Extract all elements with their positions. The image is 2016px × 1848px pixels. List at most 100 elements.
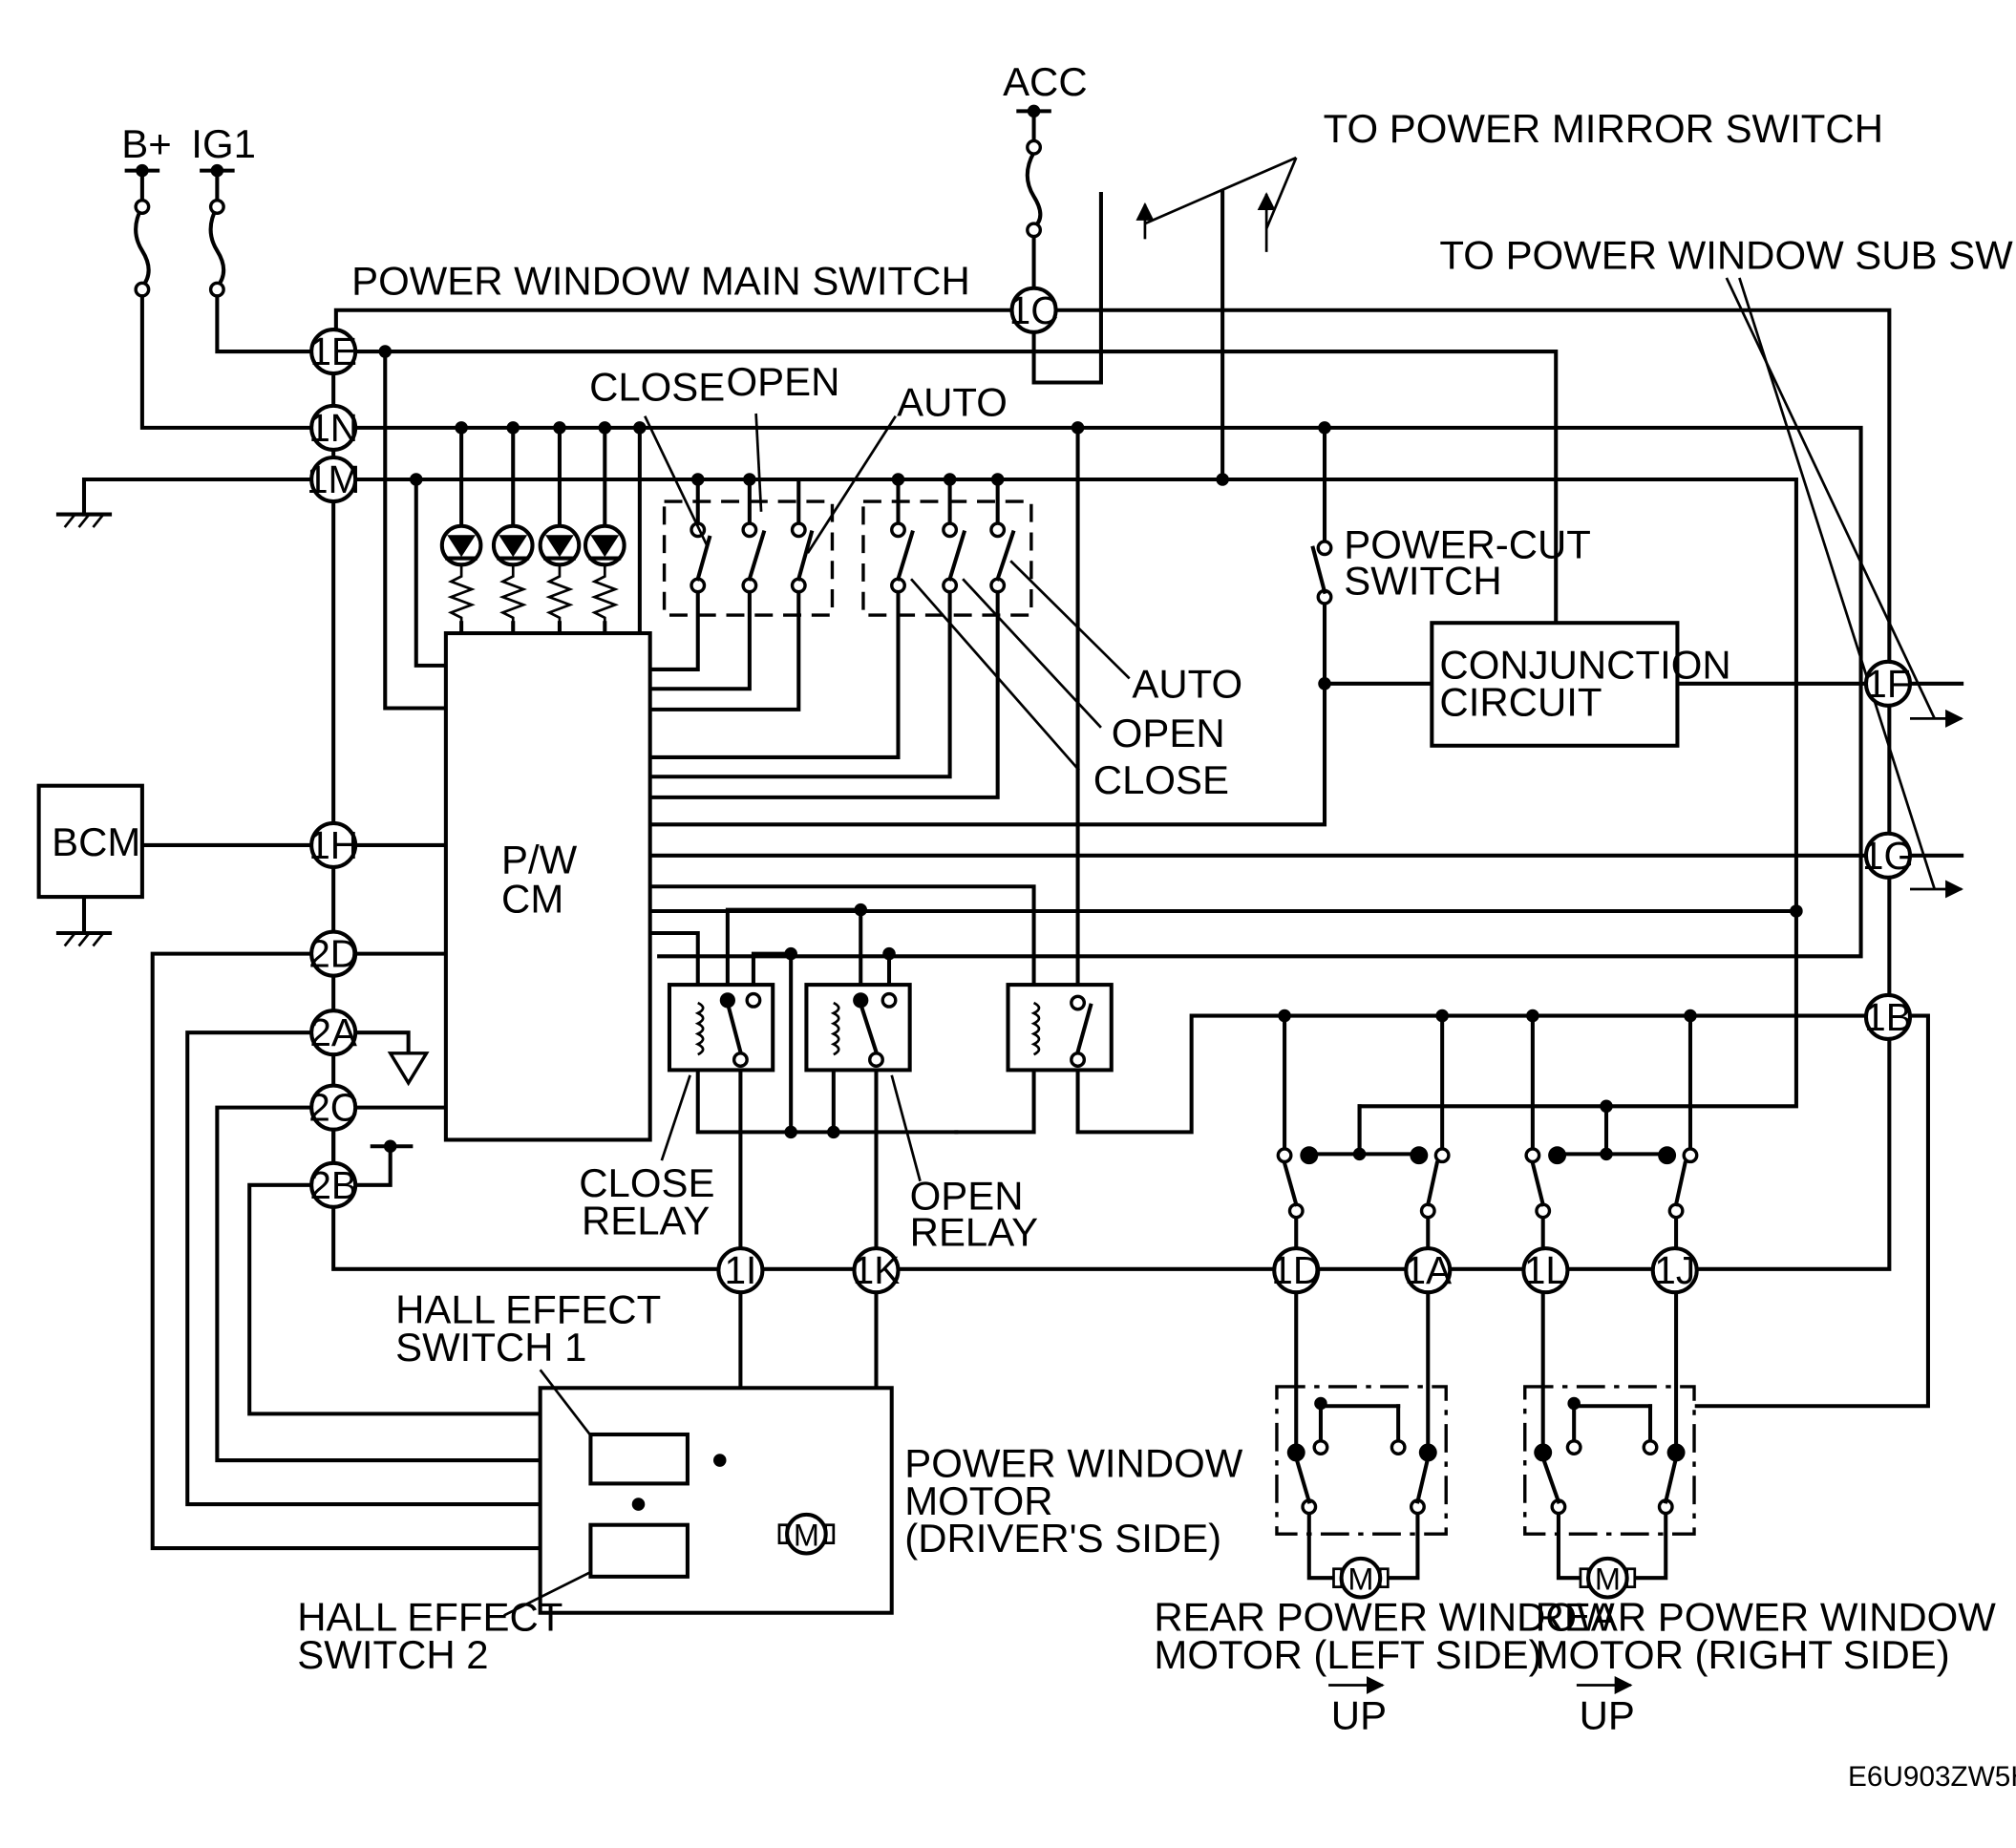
led-2 <box>491 523 535 567</box>
svg-text:2B: 2B <box>309 1163 357 1207</box>
bcm-box <box>36 783 144 900</box>
label-hall-2-a: HALL EFFECT <box>297 1595 562 1640</box>
svg-text:1K: 1K <box>853 1248 901 1292</box>
driver-motor-icon: M <box>777 1512 836 1556</box>
label-driver-motor-3: (DRIVER'S SIDE) <box>904 1516 1221 1561</box>
rear-right-switch-box <box>1523 1385 1696 1536</box>
connector-1F: 1F <box>1863 659 1913 708</box>
label-pw: P/W <box>501 838 578 882</box>
connector-1L: 1L <box>1521 1246 1570 1295</box>
svg-text:2C: 2C <box>308 1086 358 1130</box>
led-4 <box>583 523 626 567</box>
connector-1K: 1K <box>852 1246 901 1295</box>
connector-1B: 1B <box>1863 992 1913 1041</box>
label-rear-left-2: MOTOR (LEFT SIDE) <box>1154 1632 1541 1677</box>
label-up-right: UP <box>1580 1693 1635 1738</box>
connector-1G: 1G <box>1862 831 1914 880</box>
rear-left-motor-icon: M <box>1332 1556 1390 1600</box>
svg-text:2A: 2A <box>309 1010 357 1054</box>
label-open-right: OPEN <box>1112 711 1225 755</box>
label-open-top: OPEN <box>727 359 840 404</box>
svg-text:1N: 1N <box>308 406 358 450</box>
connector-1D: 1D <box>1271 1246 1321 1295</box>
svg-text:1F: 1F <box>1865 662 1910 706</box>
label-open-relay-1: OPEN <box>910 1174 1024 1219</box>
main-switch-contacts <box>644 413 1333 772</box>
svg-text:M: M <box>794 1518 819 1552</box>
svg-text:1A: 1A <box>1404 1248 1452 1292</box>
label-ig1: IG1 <box>191 121 256 166</box>
label-bcm: BCM <box>52 819 140 864</box>
label-main-switch: POWER WINDOW MAIN SWITCH <box>351 259 970 304</box>
label-hall-1-b: SWITCH 1 <box>395 1325 586 1370</box>
label-hall-1-a: HALL EFFECT <box>395 1287 661 1332</box>
svg-text:1J: 1J <box>1654 1248 1695 1292</box>
svg-text:1M: 1M <box>307 457 360 501</box>
power-terminals <box>124 104 1051 1154</box>
pw-cm-box <box>443 631 652 1142</box>
label-rear-right-1: REAR POWER WINDOW <box>1536 1595 1997 1640</box>
label-open-relay-2: RELAY <box>910 1209 1038 1254</box>
connector-2C: 2C <box>308 1083 358 1132</box>
labels: B+ IG1 ACC TO POWER MIRROR SWITCH TO POW… <box>52 59 2016 1793</box>
svg-text:1H: 1H <box>308 823 358 867</box>
label-rear-right-2: MOTOR (RIGHT SIDE) <box>1536 1632 1950 1677</box>
rear-right-motor-icon: M <box>1579 1556 1637 1600</box>
label-auto-right: AUTO <box>1132 662 1242 707</box>
connector-1A: 1A <box>1404 1246 1453 1295</box>
ground-icon <box>55 930 113 947</box>
components <box>36 499 1696 1615</box>
label-driver-motor-2: MOTOR <box>904 1478 1052 1523</box>
driver-motor-enclosure <box>538 1386 894 1615</box>
svg-text:1B: 1B <box>1864 995 1912 1039</box>
label-rear-left-1: REAR POWER WINDOW <box>1154 1595 1615 1640</box>
svg-text:1E: 1E <box>309 329 357 373</box>
label-power-cut-1: POWER-CUT <box>1344 522 1591 567</box>
connector-1N: 1N <box>308 403 358 452</box>
figure-code: E6U903ZW5H03 <box>1848 1761 2016 1793</box>
label-cm: CM <box>501 876 563 921</box>
label-close-right: CLOSE <box>1093 757 1229 802</box>
rear-left-switch-box <box>1275 1385 1448 1536</box>
relay-internals <box>694 991 1093 1069</box>
label-close-relay-2: RELAY <box>582 1198 710 1243</box>
svg-text:M: M <box>1348 1561 1373 1596</box>
rear-switch-contacts <box>1276 1146 1699 1516</box>
connector-1I: 1I <box>716 1246 765 1295</box>
label-up-left: UP <box>1331 1693 1387 1738</box>
label-conjunction: CONJUNCTION <box>1439 642 1730 687</box>
connector-2D: 2D <box>308 929 358 978</box>
label-bplus: B+ <box>121 121 171 166</box>
svg-text:1L: 1L <box>1524 1248 1567 1292</box>
connector-1C: 1C <box>1009 286 1059 334</box>
conjunction-circuit-box <box>1430 621 1680 748</box>
svg-text:1C: 1C <box>1009 288 1059 332</box>
label-to-power-mirror-switch: TO POWER MIRROR SWITCH <box>1324 106 1883 151</box>
relay-3-box <box>1006 983 1114 1073</box>
led-1 <box>439 523 483 567</box>
led-3 <box>538 523 582 567</box>
wires <box>81 109 1964 1581</box>
svg-text:1I: 1I <box>724 1248 756 1292</box>
label-circuit: CIRCUIT <box>1439 680 1602 725</box>
label-driver-motor-1: POWER WINDOW <box>904 1441 1243 1486</box>
connector-1J: 1J <box>1650 1246 1699 1295</box>
label-acc: ACC <box>1003 59 1088 104</box>
connectors: 1E 1N 1M 1C 1H 2D 2A 2C 2B 1I 1K 1D 1A 1… <box>307 286 1914 1295</box>
svg-text:1D: 1D <box>1271 1248 1321 1292</box>
led-array <box>439 523 626 626</box>
label-close-relay-1: CLOSE <box>579 1160 714 1205</box>
ground-symbols <box>55 512 113 947</box>
connector-2A: 2A <box>309 1009 358 1057</box>
ground-icon <box>55 512 113 528</box>
label-close-top: CLOSE <box>589 364 725 409</box>
hall-switch-2-box <box>588 1522 690 1579</box>
junction-dots <box>378 345 1803 1511</box>
motors: M M M <box>777 1512 1637 1600</box>
label-to-power-window-sub-switch: TO POWER WINDOW SUB SWITCH <box>1439 232 2016 277</box>
label-hall-2-b: SWITCH 2 <box>297 1632 488 1677</box>
connector-1M: 1M <box>307 455 360 504</box>
connector-1H: 1H <box>308 820 358 869</box>
hall-switch-1-box <box>588 1432 690 1486</box>
